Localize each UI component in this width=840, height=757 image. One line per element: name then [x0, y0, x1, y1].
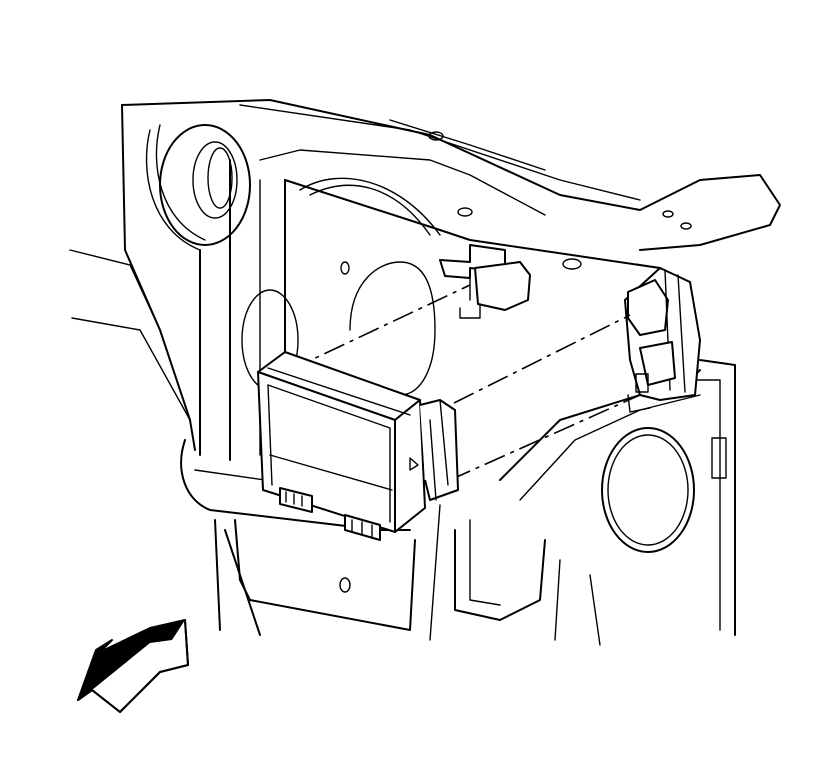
vehicle-body-panel: [69, 99, 781, 646]
wheel-opening: [601, 427, 695, 553]
mount-hole: [457, 207, 473, 217]
mount-hole: [680, 222, 692, 230]
strut-tower: [159, 124, 251, 246]
connector-receptacle: [624, 267, 701, 413]
module-connector-tab: [279, 487, 313, 513]
mount-hole: [662, 210, 674, 218]
upper-mount-stud: [474, 261, 531, 311]
installation-guide-lines: [289, 284, 641, 481]
mounting-bracket: [439, 244, 531, 319]
mount-hole: [428, 131, 444, 141]
electronic-control-module: [257, 351, 459, 541]
mount-hole: [562, 258, 582, 270]
front-direction-arrow-icon: [77, 619, 189, 713]
